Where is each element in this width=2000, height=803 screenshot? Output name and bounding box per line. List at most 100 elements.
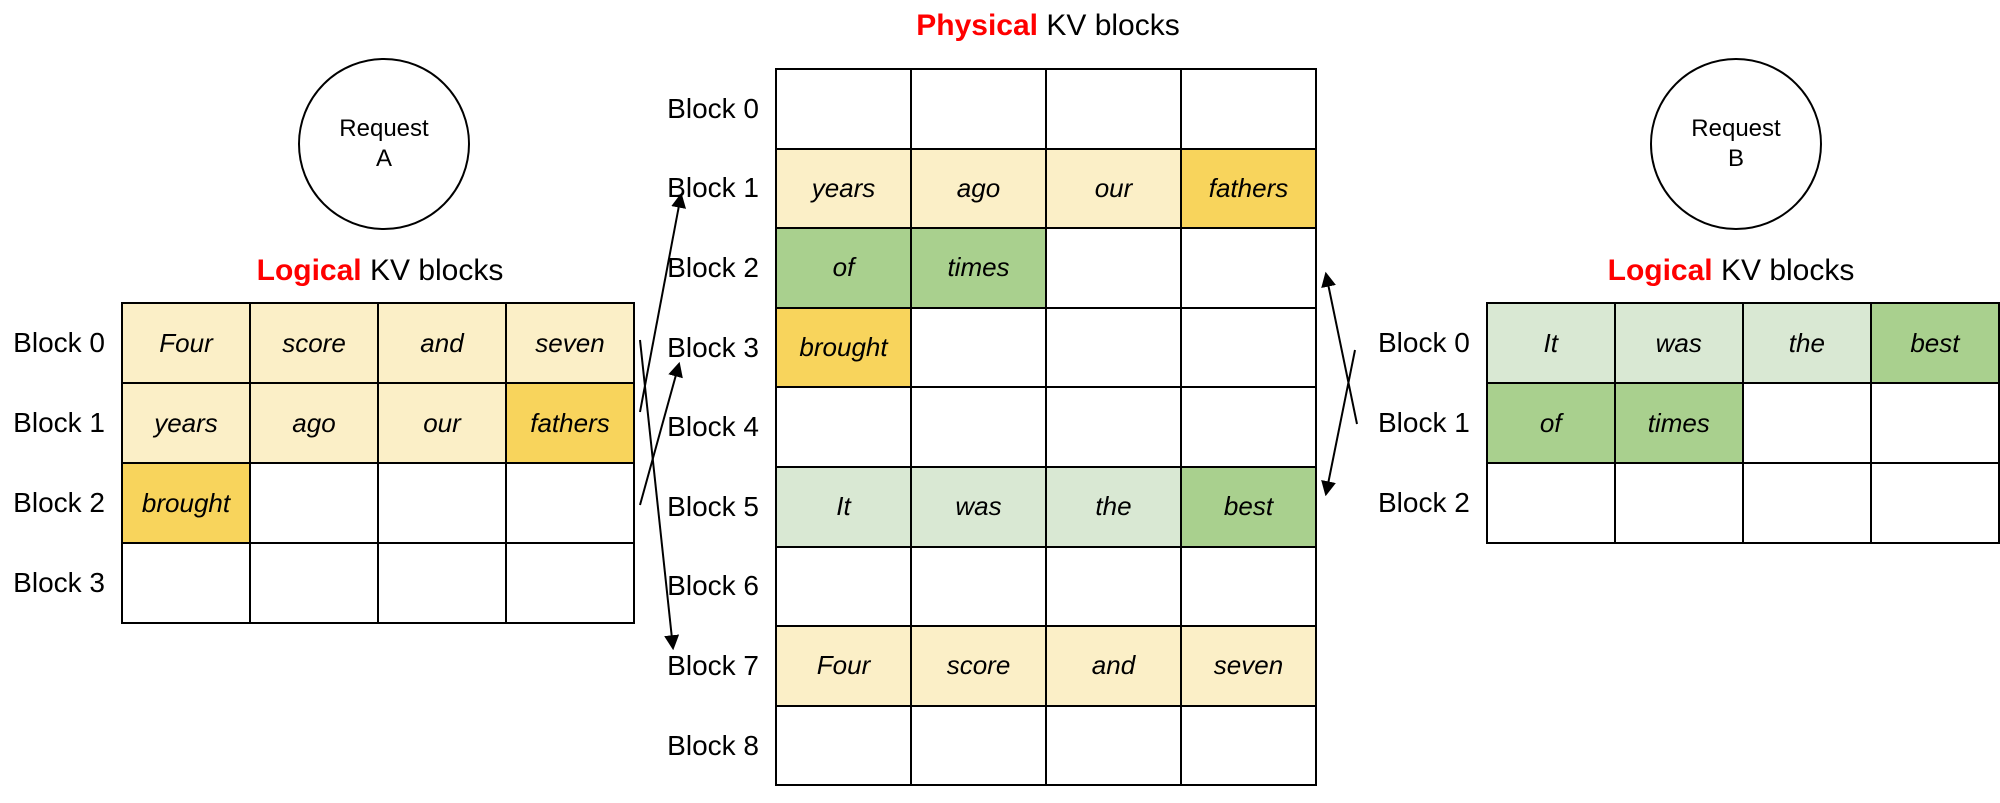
row-label: Block 0 xyxy=(1378,327,1470,358)
logical-kv-title-a: Logical KV blocks xyxy=(123,254,637,288)
kv-token-cell: It xyxy=(775,465,912,548)
kv-empty-cell xyxy=(1045,704,1182,787)
kv-token-cell: Four xyxy=(775,625,912,707)
row-label: Block 8 xyxy=(667,729,759,761)
physical-kv-title-rest: KV blocks xyxy=(1038,9,1180,42)
kv-empty-cell xyxy=(910,704,1047,787)
kv-empty-cell xyxy=(1180,227,1317,309)
logical-kv-title-b-highlight: Logical xyxy=(1607,254,1713,287)
kv-empty-cell xyxy=(910,306,1047,389)
row-label: Block 0 xyxy=(667,92,759,124)
row-label: Block 2 xyxy=(13,487,105,518)
arrow-b-block1-to-physical-block2 xyxy=(1321,271,1358,425)
table-row: Block 3 xyxy=(8,542,635,624)
kv-empty-cell xyxy=(377,462,507,544)
kv-empty-cell xyxy=(249,462,379,544)
kv-token-cell: years xyxy=(121,382,251,464)
kv-empty-cell xyxy=(1180,306,1317,389)
request-b-label-line2: B xyxy=(1727,145,1744,172)
kv-token-cell: brought xyxy=(121,462,251,544)
kv-empty-cell xyxy=(775,545,912,628)
physical-kv-title-highlight: Physical xyxy=(916,9,1038,42)
kv-empty-cell xyxy=(505,542,635,624)
kv-token-cell: the xyxy=(1741,302,1872,384)
row-label: Block 1 xyxy=(1378,407,1470,438)
request-a-label-line1: Request xyxy=(339,115,429,142)
kv-token-cell: Four xyxy=(121,302,251,384)
kv-token-cell: was xyxy=(1613,302,1744,384)
kv-empty-cell xyxy=(1045,545,1182,628)
kv-token-cell: was xyxy=(910,465,1047,548)
row-label: Block 7 xyxy=(667,649,759,681)
table-row: Block 4 xyxy=(665,386,1317,468)
logical-kv-title-b-rest: KV blocks xyxy=(1712,254,1855,287)
kv-token-cell: score xyxy=(910,625,1047,707)
kv-token-cell: best xyxy=(1180,465,1317,548)
logical-kv-title-a-highlight: Logical xyxy=(256,254,362,287)
row-label: Block 4 xyxy=(667,411,759,443)
table-row: Block 2 xyxy=(1378,462,2000,544)
kv-empty-cell xyxy=(910,545,1047,628)
kv-empty-cell xyxy=(1613,462,1744,544)
kv-token-cell: of xyxy=(1485,382,1616,464)
kv-empty-cell xyxy=(775,68,912,150)
kv-empty-cell xyxy=(505,462,635,544)
kv-empty-cell xyxy=(1485,462,1616,544)
row-label: Block 1 xyxy=(667,172,759,204)
kv-empty-cell xyxy=(121,542,251,624)
kv-token-cell: and xyxy=(377,302,507,384)
kv-token-cell: times xyxy=(910,227,1047,309)
kv-empty-cell xyxy=(1180,704,1317,787)
table-row: Block 2 brought xyxy=(8,462,635,544)
table-row: Block 8 xyxy=(665,704,1317,787)
kv-empty-cell xyxy=(1180,545,1317,628)
kv-empty-cell xyxy=(1180,68,1317,150)
kv-empty-cell xyxy=(910,68,1047,150)
kv-token-cell: times xyxy=(1613,382,1744,464)
request-a-label-line2: A xyxy=(375,145,392,172)
request-a-circle: Request A xyxy=(298,58,470,230)
kv-token-cell: and xyxy=(1045,625,1182,707)
row-label: Block 2 xyxy=(667,251,759,283)
kv-token-cell: fathers xyxy=(505,382,635,464)
kv-token-cell: years xyxy=(775,147,912,230)
kv-token-cell: score xyxy=(249,302,379,384)
kv-empty-cell xyxy=(377,542,507,624)
arrow-b-block0-to-physical-block5 xyxy=(1321,349,1356,497)
row-label: Block 3 xyxy=(13,567,105,598)
row-label: Block 1 xyxy=(13,407,105,438)
kv-token-cell: brought xyxy=(775,306,912,389)
kv-empty-cell xyxy=(1180,386,1317,468)
physical-kv-title: Physical KV blocks xyxy=(777,9,1319,43)
logical-kv-title-a-rest: KV blocks xyxy=(361,254,504,287)
kv-token-cell: best xyxy=(1869,302,2000,384)
kv-token-cell: of xyxy=(775,227,912,309)
row-label: Block 5 xyxy=(667,490,759,522)
kv-empty-cell xyxy=(1045,68,1182,150)
kv-empty-cell xyxy=(1045,306,1182,389)
table-row: Block 0 xyxy=(665,68,1317,150)
kv-token-cell: our xyxy=(377,382,507,464)
kv-empty-cell xyxy=(775,386,912,468)
request-b-label-line1: Request xyxy=(1691,115,1781,142)
kv-empty-cell xyxy=(1045,386,1182,468)
row-label: Block 6 xyxy=(667,570,759,602)
kv-empty-cell xyxy=(1869,382,2000,464)
kv-token-cell: seven xyxy=(1180,625,1317,707)
kv-empty-cell xyxy=(775,704,912,787)
kv-empty-cell xyxy=(910,386,1047,468)
kv-token-cell: ago xyxy=(910,147,1047,230)
row-label: Block 0 xyxy=(13,327,105,358)
kv-token-cell: fathers xyxy=(1180,147,1317,230)
